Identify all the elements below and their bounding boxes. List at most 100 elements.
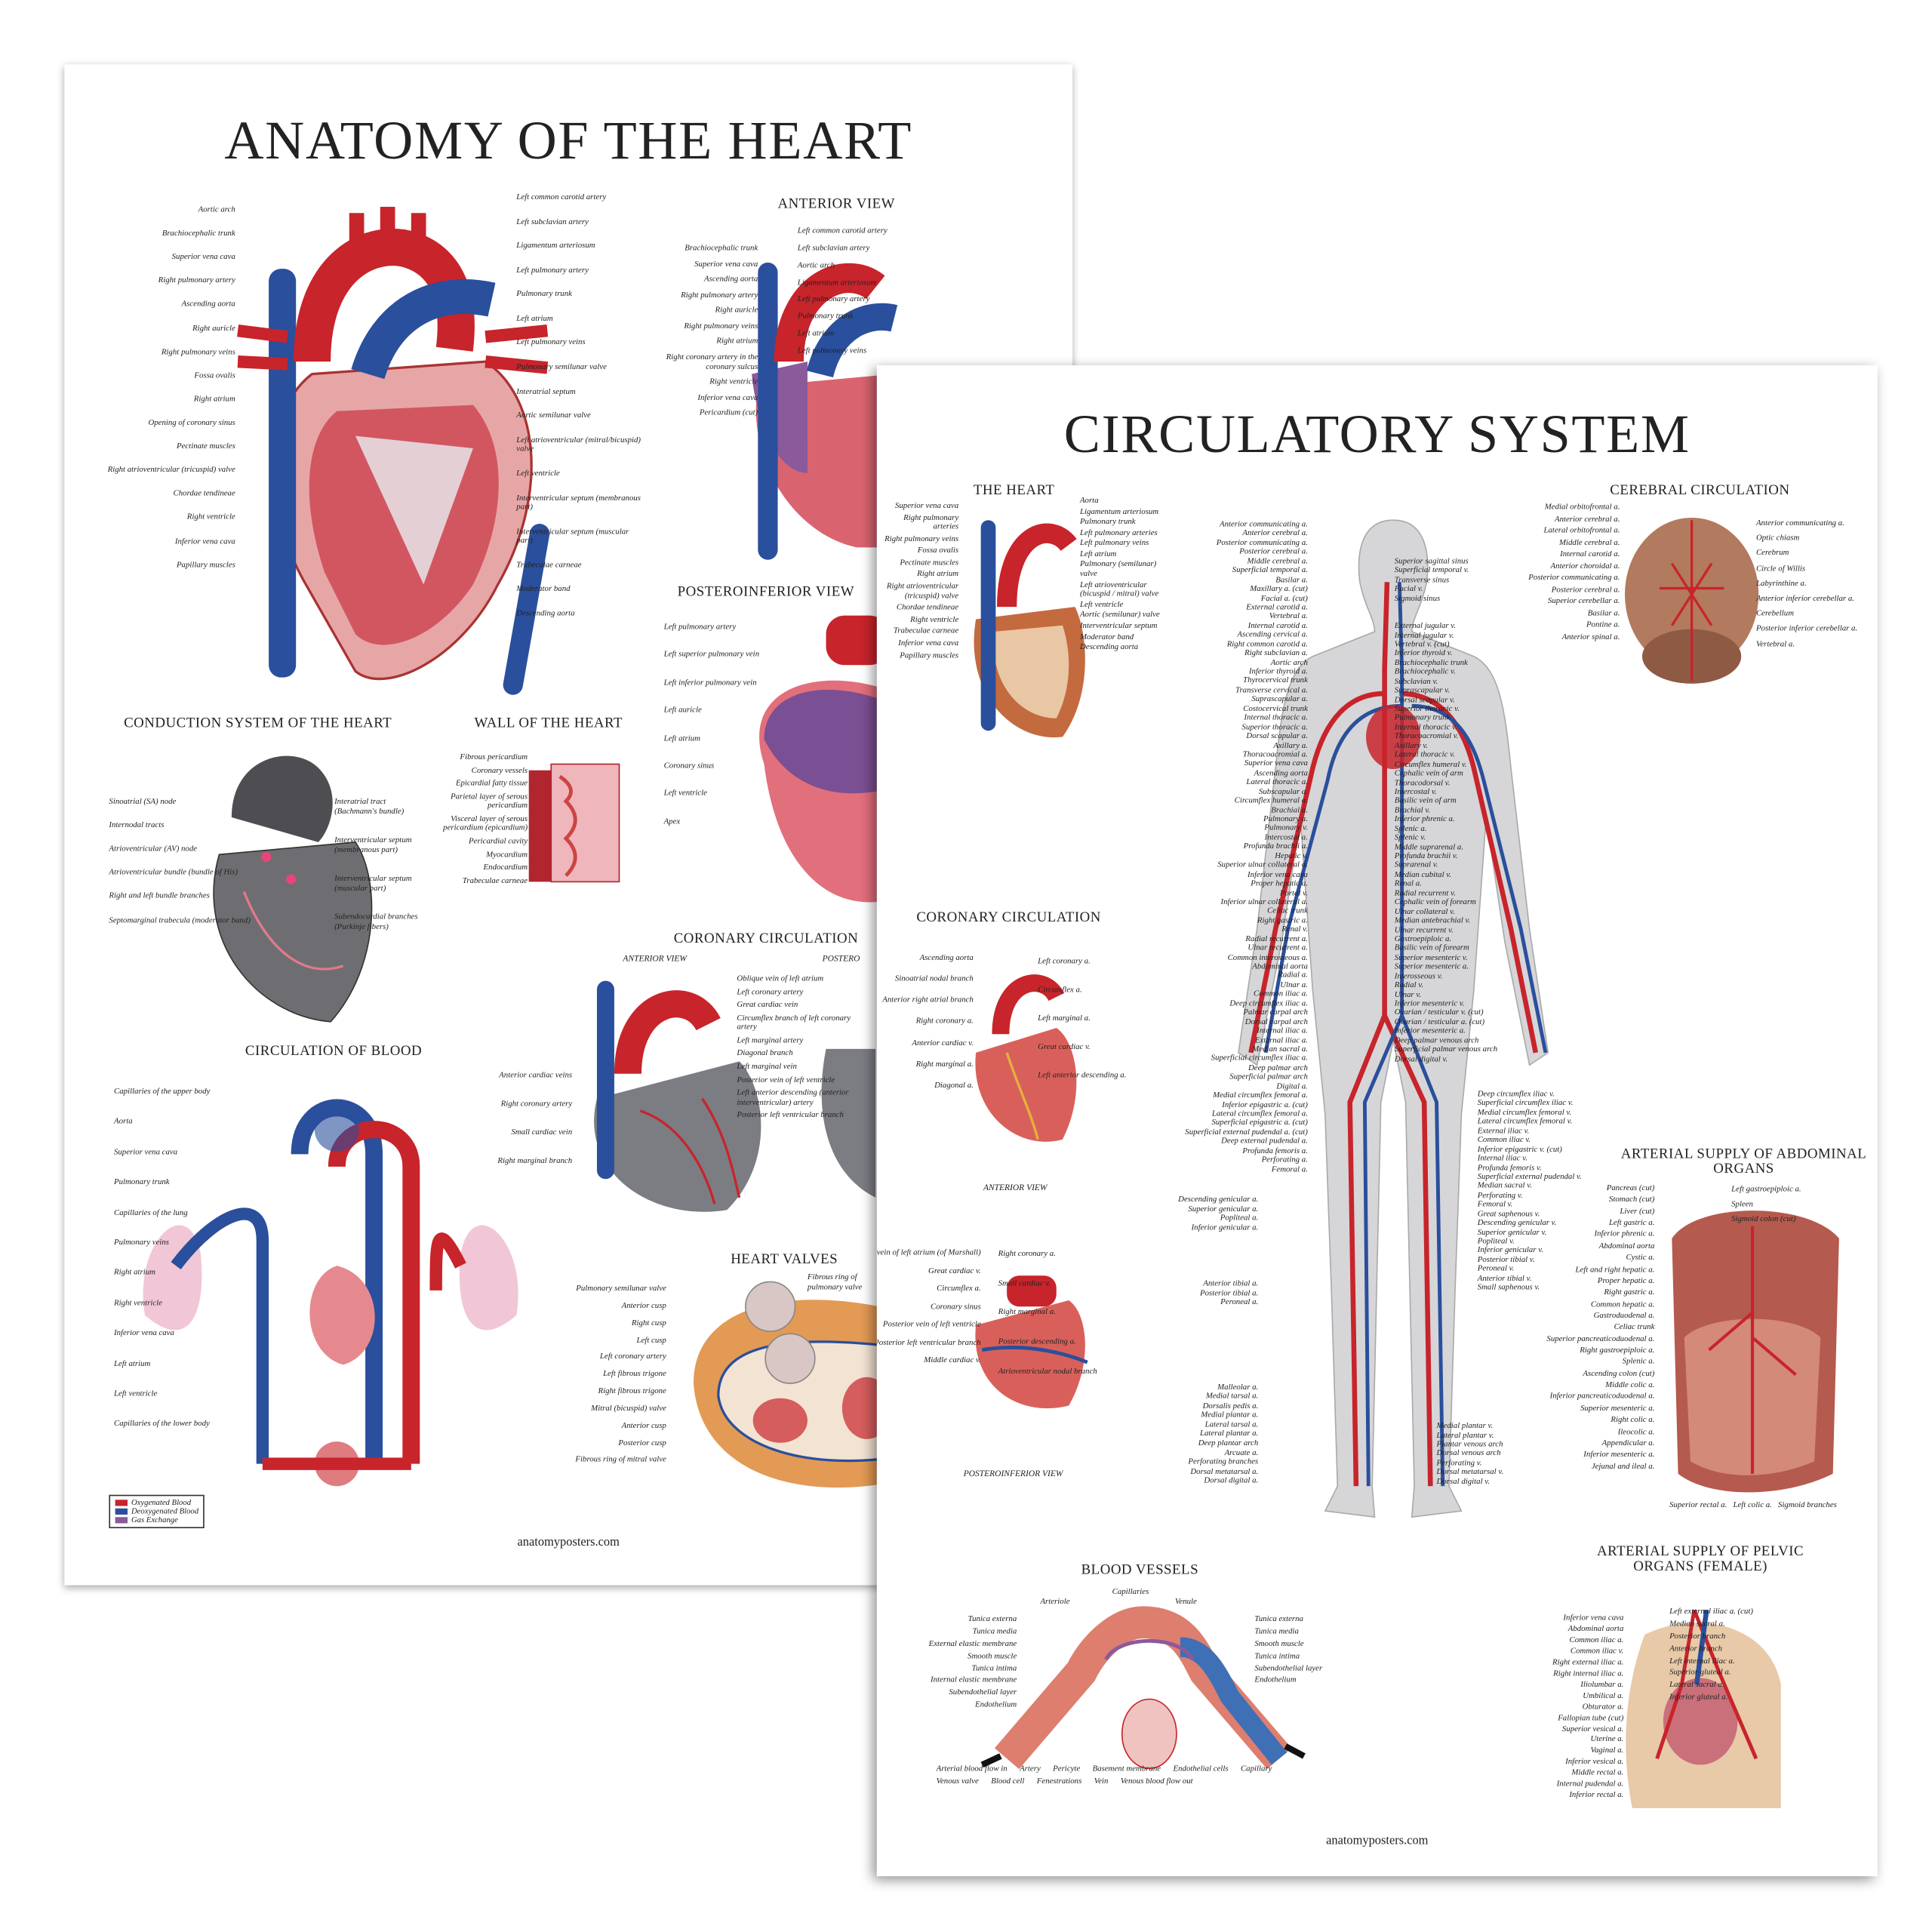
anatomy-label: Femoral v.	[1477, 1200, 1513, 1210]
anatomy-label: Liver (cut)	[1620, 1207, 1655, 1217]
anatomy-label: Posterior communicating a.	[1528, 574, 1620, 583]
anatomy-label: Tunica intima	[1254, 1651, 1300, 1661]
anatomy-label: Dorsalis pedis a.	[1202, 1401, 1259, 1411]
anatomy-label: Facial a. (cut)	[1260, 593, 1308, 603]
anatomy-label: Optic chiasm	[1755, 534, 1800, 543]
anatomy-label: Common iliac a.	[1569, 1635, 1624, 1645]
anatomy-label: Anterior cardiac veins	[499, 1071, 573, 1080]
anatomy-label: Dorsal metatarsal v.	[1436, 1468, 1504, 1477]
anatomy-label: Right atrioventricular (tricuspid) valve	[886, 582, 959, 601]
section-title: THE HEART	[973, 482, 1055, 498]
anatomy-label	[1178, 1251, 1258, 1260]
anatomy-label: Dorsal carpal arch	[1244, 1017, 1308, 1026]
anatomy-label: Superior vena cava	[894, 501, 959, 511]
anatomy-label: Deep circumflex iliac a.	[1229, 998, 1308, 1008]
anatomy-label: Thoracoacromial v.	[1394, 732, 1459, 741]
blood-vessels-illustration	[980, 1606, 1306, 1770]
anatomy-label: Axillary a.	[1273, 741, 1308, 750]
anatomy-label: Deep plantar arch	[1198, 1438, 1259, 1448]
anatomy-label: Splenic v.	[1394, 833, 1426, 843]
anatomy-label: Left ventricle	[663, 789, 707, 798]
anatomy-label: Fenestrations	[1036, 1777, 1082, 1786]
anatomy-label: Right gastroepiploic a.	[1580, 1346, 1655, 1355]
anatomy-label: Circumflex branch of left coronary arter…	[737, 1014, 851, 1032]
anatomy-label: Left superior pulmonary vein	[663, 651, 760, 660]
anatomy-label: Ovarian / testicular v. (cut)	[1394, 1008, 1484, 1017]
anatomy-label: Lateral plantar v.	[1436, 1431, 1494, 1440]
coronary-posterior-left-labels: Oblique vein of left atrium (of Marshall…	[877, 1244, 981, 1371]
anatomy-label: Internal pudendal a.	[1556, 1780, 1624, 1789]
anatomy-label: Superficial circumflex iliac v.	[1477, 1099, 1574, 1108]
anatomy-label: Internodal tracts	[109, 821, 165, 830]
anatomy-label: Anterior right atrial branch	[882, 995, 974, 1005]
anatomy-label: Radial v.	[1394, 980, 1424, 990]
anatomy-label: Uterine a.	[1590, 1735, 1624, 1745]
body-left-lower-labels: Descending genicular a.Superior genicula…	[1178, 1195, 1258, 1487]
anatomy-label: Ligamentum arteriosum	[516, 242, 595, 251]
anatomy-label: Anterior cardiac v.	[912, 1038, 974, 1048]
anatomy-label: External elastic membrane	[928, 1639, 1017, 1648]
anatomy-label: Pulmonary trunk	[516, 290, 572, 299]
anatomy-label: Interventricular septum	[1079, 621, 1158, 631]
anatomy-label: Diagonal branch	[737, 1049, 793, 1059]
anatomy-label: Radial a.	[1278, 971, 1308, 980]
anatomy-label: Venous blood flow out	[1120, 1777, 1193, 1786]
anatomy-label: Basilar a.	[1275, 575, 1308, 584]
heart-valves-illustration	[693, 1281, 894, 1488]
anatomy-label: Profunda brachii a.	[1243, 842, 1308, 851]
gas-exchange-swatch	[115, 1517, 128, 1524]
anatomy-label: Subendothelial layer	[949, 1688, 1017, 1697]
label: Venule	[1175, 1597, 1197, 1607]
anatomy-label: Right pulmonary veins	[884, 534, 959, 543]
anatomy-label: Suprascapular v.	[1394, 686, 1450, 695]
section-title: CORONARY CIRCULATION	[916, 910, 1101, 925]
main-heart-illustration	[237, 207, 550, 695]
anatomy-label: Superior mesenteric v.	[1394, 953, 1468, 962]
anatomy-label: Smooth muscle	[968, 1651, 1017, 1661]
anatomy-label: Medial orbitofrontal a.	[1544, 503, 1620, 512]
anatomy-label: Cerebrum	[1755, 549, 1789, 558]
view-label: POSTEROINFERIOR VIEW	[963, 1469, 1063, 1479]
anatomy-label: External iliac a.	[1254, 1035, 1308, 1045]
brain-illustration	[1624, 517, 1759, 684]
anatomy-label: Umbilical a.	[1583, 1691, 1624, 1700]
anatomy-label: Left pulmonary artery	[516, 266, 589, 275]
anatomy-label: Appendicular a.	[1601, 1438, 1655, 1448]
anatomy-label: Inferior thyroid a.	[1248, 667, 1308, 676]
anatomy-label: Right and left bundle branches	[109, 892, 210, 901]
anatomy-label: Right ventricle	[113, 1298, 162, 1308]
anatomy-label: Right marginal branch	[497, 1157, 573, 1166]
anatomy-label: Lateral orbitofrontal a.	[1543, 526, 1620, 536]
anatomy-label: Right ventricle	[910, 615, 959, 624]
anatomy-label: Superior cerebellar a.	[1547, 597, 1620, 607]
anatomy-label: Posterior branch	[1669, 1632, 1726, 1641]
anatomy-label: Anterior cusp	[621, 1421, 666, 1430]
anatomy-label: Femoral a.	[1271, 1164, 1308, 1174]
anatomy-label: Dorsal venous arch	[1436, 1449, 1501, 1459]
anatomy-label: Superior vena cava	[694, 259, 758, 269]
label: Superior rectal a.	[1669, 1500, 1727, 1510]
anatomy-label: Oblique vein of left atrium	[737, 974, 824, 983]
anatomy-label: Interventricular septum (muscular part)	[334, 875, 412, 893]
anatomy-label: Medial circumflex femoral v.	[1477, 1108, 1572, 1117]
anatomy-label: Proper hepatic a.	[1251, 879, 1308, 888]
anatomy-label: Circumflex a.	[937, 1284, 981, 1294]
section-title: CORONARY CIRCULATION	[673, 931, 859, 946]
anatomy-label: Brachiocephalic trunk	[162, 229, 235, 238]
legend-label: Oxygenated Blood	[131, 1498, 192, 1508]
anatomy-label: Left fibrous trigone	[603, 1370, 666, 1379]
anatomy-label: Posterior communicating a.	[1216, 538, 1308, 548]
view-label: ANTERIOR VIEW	[983, 1183, 1048, 1193]
anatomy-label: Atrioventricular (AV) node	[109, 844, 198, 854]
heart-wall-illustration	[528, 763, 620, 883]
anatomy-label: Pulmonary veins	[113, 1238, 169, 1247]
anatomy-label: Costocervical trunk	[1243, 704, 1308, 713]
anatomy-label: Common interosseous a.	[1227, 952, 1308, 962]
anatomy-label: Right coronary artery	[500, 1100, 573, 1109]
anatomy-label: Right ventricle	[709, 377, 758, 387]
